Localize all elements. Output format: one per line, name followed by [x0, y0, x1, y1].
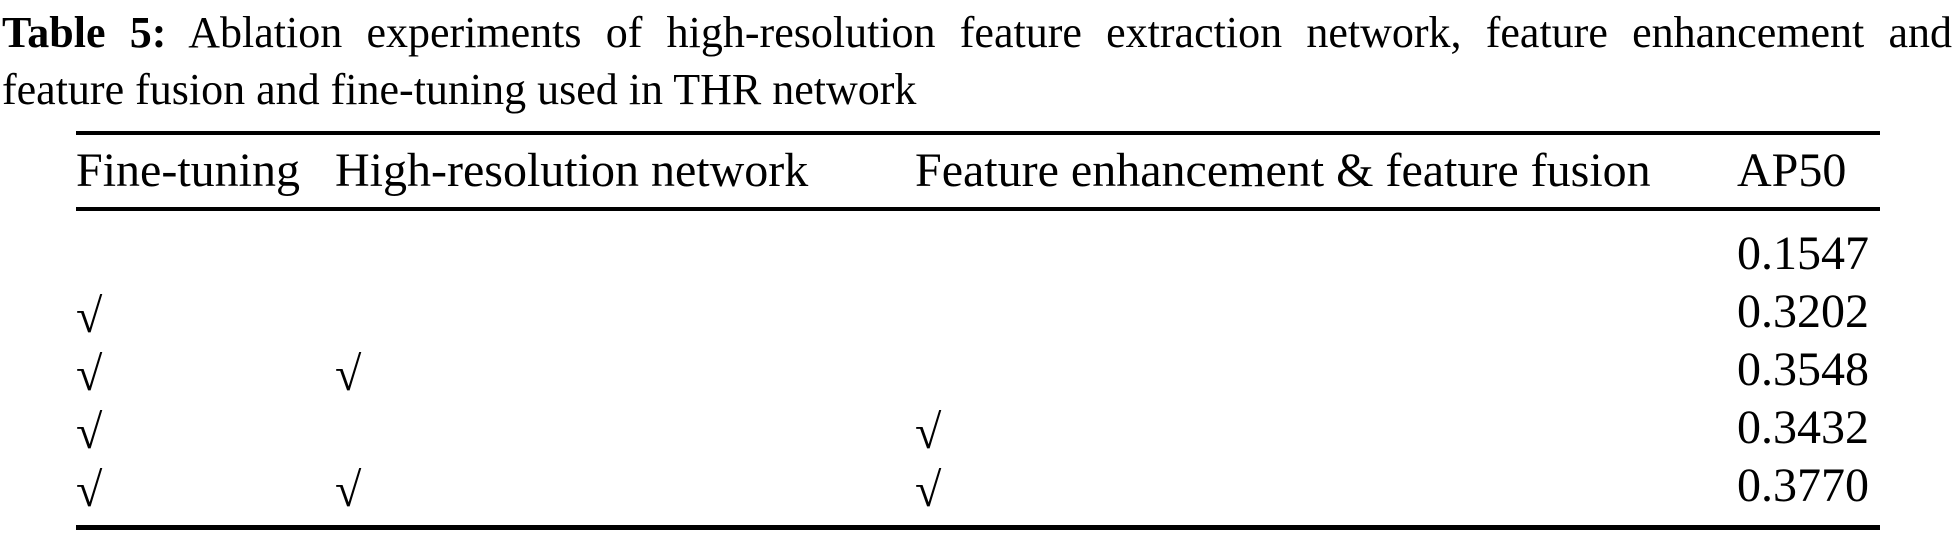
checkmark: √	[335, 348, 362, 401]
table-row: 0.1547	[76, 225, 1880, 283]
feature-enhancement-check-cell: √	[915, 399, 942, 459]
table-body: 0.1547 √ 0.3202 √ √ 0.3548 √ √ 0.3432	[76, 211, 1880, 525]
high-resolution-check-cell: √	[335, 457, 362, 517]
table-rule-header-bottom	[76, 207, 1880, 211]
fine-tuning-check-cell: √	[76, 341, 103, 401]
table-header-row: Fine-tuning High-resolution network Feat…	[76, 135, 1880, 207]
caption-text: Ablation experiments of high-resolution …	[166, 8, 1952, 57]
table-row: √ 0.3202	[76, 283, 1880, 343]
table-row: √ √ 0.3432	[76, 399, 1880, 459]
checkmark: √	[76, 348, 103, 401]
table-rule-top	[76, 131, 1880, 135]
checkmark: √	[76, 464, 103, 517]
high-resolution-check-cell: √	[335, 341, 362, 401]
caption-line-1: Table 5: Ablation experiments of high-re…	[2, 4, 1952, 61]
ap50-value: 0.3202	[1737, 285, 1869, 338]
fine-tuning-check-cell: √	[76, 283, 103, 343]
checkmark: √	[915, 464, 942, 517]
checkmark: √	[76, 406, 103, 459]
ap50-value: 0.3770	[1737, 459, 1869, 512]
checkmark: √	[335, 464, 362, 517]
col-header-fine-tuning: Fine-tuning	[76, 144, 300, 197]
fine-tuning-check-cell: √	[76, 457, 103, 517]
table-caption: Table 5: Ablation experiments of high-re…	[2, 4, 1952, 118]
col-header-high-resolution-network: High-resolution network	[335, 144, 809, 197]
caption-line-2: feature fusion and fine-tuning used in T…	[2, 65, 917, 114]
ablation-table: Fine-tuning High-resolution network Feat…	[76, 131, 1880, 530]
feature-enhancement-check-cell: √	[915, 457, 942, 517]
caption-table-number: Table 5:	[2, 8, 167, 57]
checkmark: √	[76, 290, 103, 343]
checkmark: √	[915, 406, 942, 459]
col-header-ap50: AP50	[1737, 144, 1847, 197]
ap50-value: 0.1547	[1737, 227, 1869, 280]
col-header-feature-enhancement-fusion: Feature enhancement & feature fusion	[915, 144, 1651, 197]
fine-tuning-check-cell: √	[76, 399, 103, 459]
table-rule-bottom	[76, 525, 1880, 530]
table-row: √ √ √ 0.3770	[76, 457, 1880, 517]
table-row: √ √ 0.3548	[76, 341, 1880, 401]
ap50-value: 0.3548	[1737, 343, 1869, 396]
ap50-value: 0.3432	[1737, 401, 1869, 454]
